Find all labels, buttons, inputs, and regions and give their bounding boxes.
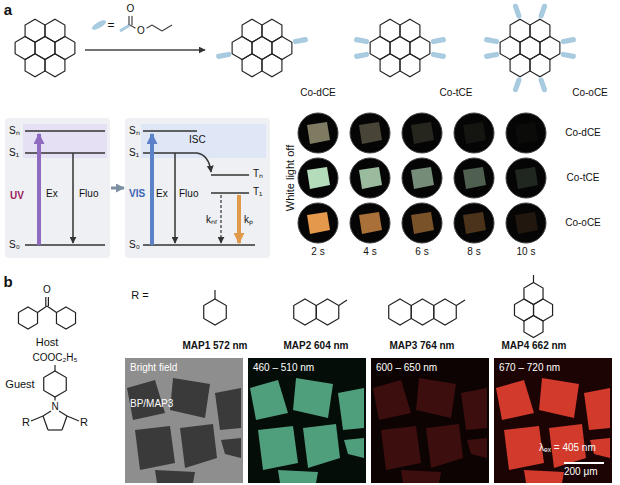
group-label: COOC₂H₅ <box>32 352 77 364</box>
row-label: Co-dCE <box>565 127 601 139</box>
compound-name: Co-oCE <box>572 87 608 99</box>
state-label: Ex <box>46 188 58 200</box>
structure-label: Host <box>36 336 59 349</box>
state-label: Fluo <box>79 188 98 200</box>
state-label: kₚ <box>244 214 253 226</box>
micrograph-panel: Bright fieldBP/MAP3 <box>125 358 243 483</box>
state-label: Sₙ <box>9 125 20 137</box>
state-label: Ex <box>156 188 168 200</box>
panel-caption: Bright field <box>130 362 177 374</box>
state-diagram-panel: SₙS₁ S₀ VIS Ex Fluo ISC TₙT₁ kₙᵣ kₚ <box>125 118 270 258</box>
compound-label: MAP1 572 nm <box>182 340 247 352</box>
state-label: Sₙ <box>129 125 140 137</box>
time-label: 10 s <box>517 246 536 258</box>
atom-label: O <box>137 25 145 37</box>
transition-arrow <box>111 187 124 190</box>
panel-letter: a <box>4 1 12 18</box>
row-label: Co-tCE <box>567 172 600 184</box>
time-label: 8 s <box>467 246 480 258</box>
state-label: T₁ <box>253 186 262 198</box>
state-label: S₁ <box>9 147 19 159</box>
panel-caption: 460 – 510 nm <box>253 362 314 374</box>
panel-caption: λₑₓ = 405 nm <box>539 442 596 454</box>
state-label: kₙᵣ <box>206 214 217 226</box>
state-label: S₁ <box>129 147 139 159</box>
state-label: UV <box>10 190 24 202</box>
substituent-label: R <box>80 416 88 429</box>
panel-caption: 200 μm <box>564 466 598 478</box>
state-label: ISC <box>189 134 206 146</box>
state-label: S₀ <box>129 239 140 251</box>
micrograph-panel: 670 – 720 nm λₑₓ = 405 nm 200 μm <box>494 358 612 483</box>
time-label: 6 s <box>415 246 428 258</box>
panel-caption: 670 – 720 nm <box>499 362 560 374</box>
time-label: 4 s <box>363 246 376 258</box>
compound-name: Co-dCE <box>300 87 336 99</box>
atom-label: N <box>51 401 58 413</box>
compound-label: MAP3 764 nm <box>389 340 454 352</box>
structure-label: Guest <box>5 378 34 391</box>
panel-caption: BP/MAP3 <box>130 398 173 410</box>
substituent-label: R = <box>131 289 148 302</box>
state-label: S₀ <box>9 239 20 251</box>
state-label: Fluo <box>179 188 198 200</box>
compound-label: MAP4 662 nm <box>501 340 566 352</box>
micrograph-panel: 460 – 510 nm <box>248 358 366 483</box>
atom-label: O <box>43 284 51 296</box>
panel-letter: b <box>3 273 12 290</box>
time-label: 2 s <box>311 246 324 258</box>
micrograph-panel: 600 – 650 nm <box>371 358 489 483</box>
axis-label: White light off <box>284 145 297 211</box>
row-label: Co-oCE <box>565 217 601 229</box>
panel-caption: 600 – 650 nm <box>376 362 437 374</box>
state-label: VIS <box>129 188 145 200</box>
compound-label: MAP2 604 nm <box>283 340 348 352</box>
atom-label: O <box>127 3 135 15</box>
substituent-label: R <box>22 416 30 429</box>
equals-sign: = <box>107 19 114 33</box>
state-label: Tₙ <box>253 168 263 180</box>
state-diagram-panel: SₙS₁ S₀ UV Ex Fluo <box>5 118 110 258</box>
compound-name: Co-tCE <box>440 87 473 99</box>
